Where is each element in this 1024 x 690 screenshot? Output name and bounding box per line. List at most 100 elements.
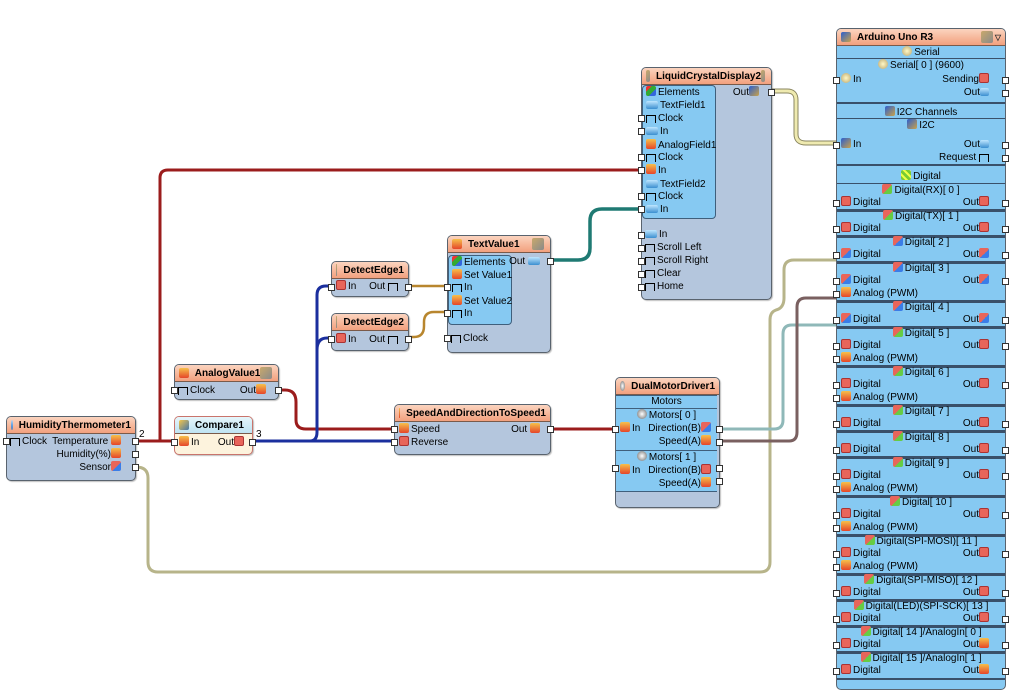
- tools-icon[interactable]: [761, 70, 765, 82]
- clock-pin[interactable]: [444, 335, 451, 342]
- channel-out-pin[interactable]: [1002, 590, 1009, 597]
- channel-title[interactable]: Digital[ 8 ]: [837, 431, 1005, 443]
- analog-value-component[interactable]: AnalogValue1 Clock Out: [171, 364, 282, 400]
- detect-edge2-component[interactable]: DetectEdge2 In Out: [328, 313, 412, 351]
- channel-digital-pin[interactable]: [833, 382, 840, 389]
- motor1-label[interactable]: Motors[ 1 ]: [616, 451, 717, 463]
- in-pin[interactable]: [171, 439, 178, 446]
- i2c-channel[interactable]: I2C: [837, 118, 1005, 131]
- channel-pwm-pin[interactable]: [833, 291, 840, 298]
- serial-sending-pin[interactable]: [1002, 77, 1009, 84]
- clock-pin[interactable]: [171, 387, 178, 394]
- temperature-pin[interactable]: [132, 438, 139, 445]
- m0-direction-pin[interactable]: [716, 426, 723, 433]
- scroll-left-pin[interactable]: [638, 245, 645, 252]
- out-pin[interactable]: [768, 89, 775, 96]
- analogfield1-label[interactable]: AnalogField1: [646, 139, 716, 152]
- channel-digital-pin[interactable]: [833, 226, 840, 233]
- tf2-in-pin[interactable]: [638, 206, 645, 213]
- channel-title[interactable]: Digital[ 4 ]: [837, 301, 1005, 313]
- arduino-component[interactable]: Arduino Uno R3▽ Serial Serial[ 0 ] (9600…: [833, 28, 1009, 690]
- channel-out-pin[interactable]: [1002, 343, 1009, 350]
- i2c-request-pin[interactable]: [1002, 155, 1009, 162]
- set1-in-pin[interactable]: [444, 284, 451, 291]
- in-pin[interactable]: [638, 232, 645, 239]
- textfield1-label[interactable]: TextField1: [646, 99, 706, 112]
- channel-out-pin[interactable]: [1002, 473, 1009, 480]
- channel-out-pin[interactable]: [1002, 668, 1009, 675]
- component-header[interactable]: Arduino Uno R3▽: [837, 29, 1005, 46]
- tf2-clock-pin[interactable]: [638, 193, 645, 200]
- home-pin[interactable]: [638, 284, 645, 291]
- channel-out-pin[interactable]: [1002, 421, 1009, 428]
- wire-speed-to-d3[interactable]: [716, 296, 838, 443]
- channel-digital-pin[interactable]: [833, 343, 840, 350]
- in-pin[interactable]: [328, 336, 335, 343]
- out-pin[interactable]: [405, 284, 412, 291]
- channel-digital-pin[interactable]: [833, 668, 840, 675]
- channel-digital-pin[interactable]: [833, 200, 840, 207]
- channel-digital-pin[interactable]: [833, 317, 840, 324]
- channel-pwm-pin[interactable]: [833, 395, 840, 402]
- wire-text-to-lcd[interactable]: [546, 207, 642, 262]
- speed-direction-component[interactable]: SpeedAndDirectionToSpeed1 Speed Reverse …: [391, 404, 554, 455]
- channel-pwm-pin[interactable]: [833, 525, 840, 532]
- channel-title[interactable]: Digital[ 10 ]: [837, 496, 1005, 508]
- serial-channel[interactable]: Serial[ 0 ] (9600): [837, 58, 1005, 71]
- motor0-label[interactable]: Motors[ 0 ]: [616, 409, 717, 421]
- wire-dir-to-d4[interactable]: [716, 323, 838, 431]
- m1-speed-pin[interactable]: [716, 478, 723, 485]
- channel-title[interactable]: Digital(TX)[ 1 ]: [837, 210, 1005, 222]
- clock-pin[interactable]: [3, 438, 10, 445]
- set-value2-label[interactable]: Set Value2: [452, 295, 512, 308]
- component-header[interactable]: SpeedAndDirectionToSpeed1: [395, 405, 550, 422]
- dual-motor-driver-component[interactable]: DualMotorDriver1 Motors Motors[ 0 ] In D…: [612, 377, 723, 508]
- textfield2-label[interactable]: TextField2: [646, 178, 706, 191]
- wire-compare-to-detect1[interactable]: [308, 284, 333, 443]
- out-pin[interactable]: [249, 439, 256, 446]
- channel-digital-pin[interactable]: [833, 551, 840, 558]
- channel-pwm-pin[interactable]: [833, 356, 840, 363]
- m1-direction-pin[interactable]: [716, 465, 723, 472]
- m1-in-pin[interactable]: [612, 465, 619, 472]
- channel-title[interactable]: Digital(LED)(SPI-SCK)[ 13 ]: [837, 600, 1005, 612]
- channel-digital-pin[interactable]: [833, 278, 840, 285]
- channel-title[interactable]: Digital(SPI-MISO)[ 12 ]: [837, 574, 1005, 586]
- sensor-pin[interactable]: [132, 464, 139, 471]
- wire-analog-to-speed[interactable]: [273, 388, 396, 431]
- scroll-right-pin[interactable]: [638, 258, 645, 265]
- channel-title[interactable]: Digital(SPI-MOSI)[ 11 ]: [837, 535, 1005, 547]
- channel-title[interactable]: Digital[ 15 ]/AnalogIn[ 1 ]: [837, 652, 1005, 664]
- out-pin[interactable]: [275, 387, 282, 394]
- channel-out-pin[interactable]: [1002, 512, 1009, 519]
- channel-digital-pin[interactable]: [833, 642, 840, 649]
- channel-out-pin[interactable]: [1002, 447, 1009, 454]
- channel-out-pin[interactable]: [1002, 278, 1009, 285]
- channel-digital-pin[interactable]: [833, 421, 840, 428]
- out-pin[interactable]: [547, 258, 554, 265]
- channel-digital-pin[interactable]: [833, 447, 840, 454]
- channel-title[interactable]: Digital[ 7 ]: [837, 405, 1005, 417]
- wire-temp-to-lcd[interactable]: [134, 168, 642, 443]
- channel-out-pin[interactable]: [1002, 616, 1009, 623]
- channel-out-pin[interactable]: [1002, 226, 1009, 233]
- channel-title[interactable]: Digital[ 14 ]/AnalogIn[ 0 ]: [837, 626, 1005, 638]
- channel-out-pin[interactable]: [1002, 642, 1009, 649]
- component-header[interactable]: DetectEdge2: [332, 314, 408, 331]
- channel-digital-pin[interactable]: [833, 252, 840, 259]
- tf1-clock-pin[interactable]: [638, 115, 645, 122]
- component-header[interactable]: AnalogValue1: [175, 365, 278, 382]
- channel-digital-pin[interactable]: [833, 590, 840, 597]
- text-value-component[interactable]: TextValue1 Elements Set Value1 In Set Va…: [444, 235, 554, 353]
- humidity-pin[interactable]: [132, 451, 139, 458]
- channel-title[interactable]: Digital[ 6 ]: [837, 366, 1005, 378]
- component-header[interactable]: HumidityThermometer1: [7, 417, 135, 434]
- channel-out-pin[interactable]: [1002, 551, 1009, 558]
- dropdown-chevron-icon[interactable]: ▽: [994, 32, 1001, 42]
- lcd-component[interactable]: LiquidCrystalDisplay2 Elements TextField…: [638, 67, 775, 300]
- reverse-pin[interactable]: [391, 439, 398, 446]
- component-header[interactable]: DetectEdge1: [332, 262, 408, 279]
- channel-digital-pin[interactable]: [833, 616, 840, 623]
- channel-title[interactable]: Digital[ 3 ]: [837, 262, 1005, 274]
- channel-digital-pin[interactable]: [833, 473, 840, 480]
